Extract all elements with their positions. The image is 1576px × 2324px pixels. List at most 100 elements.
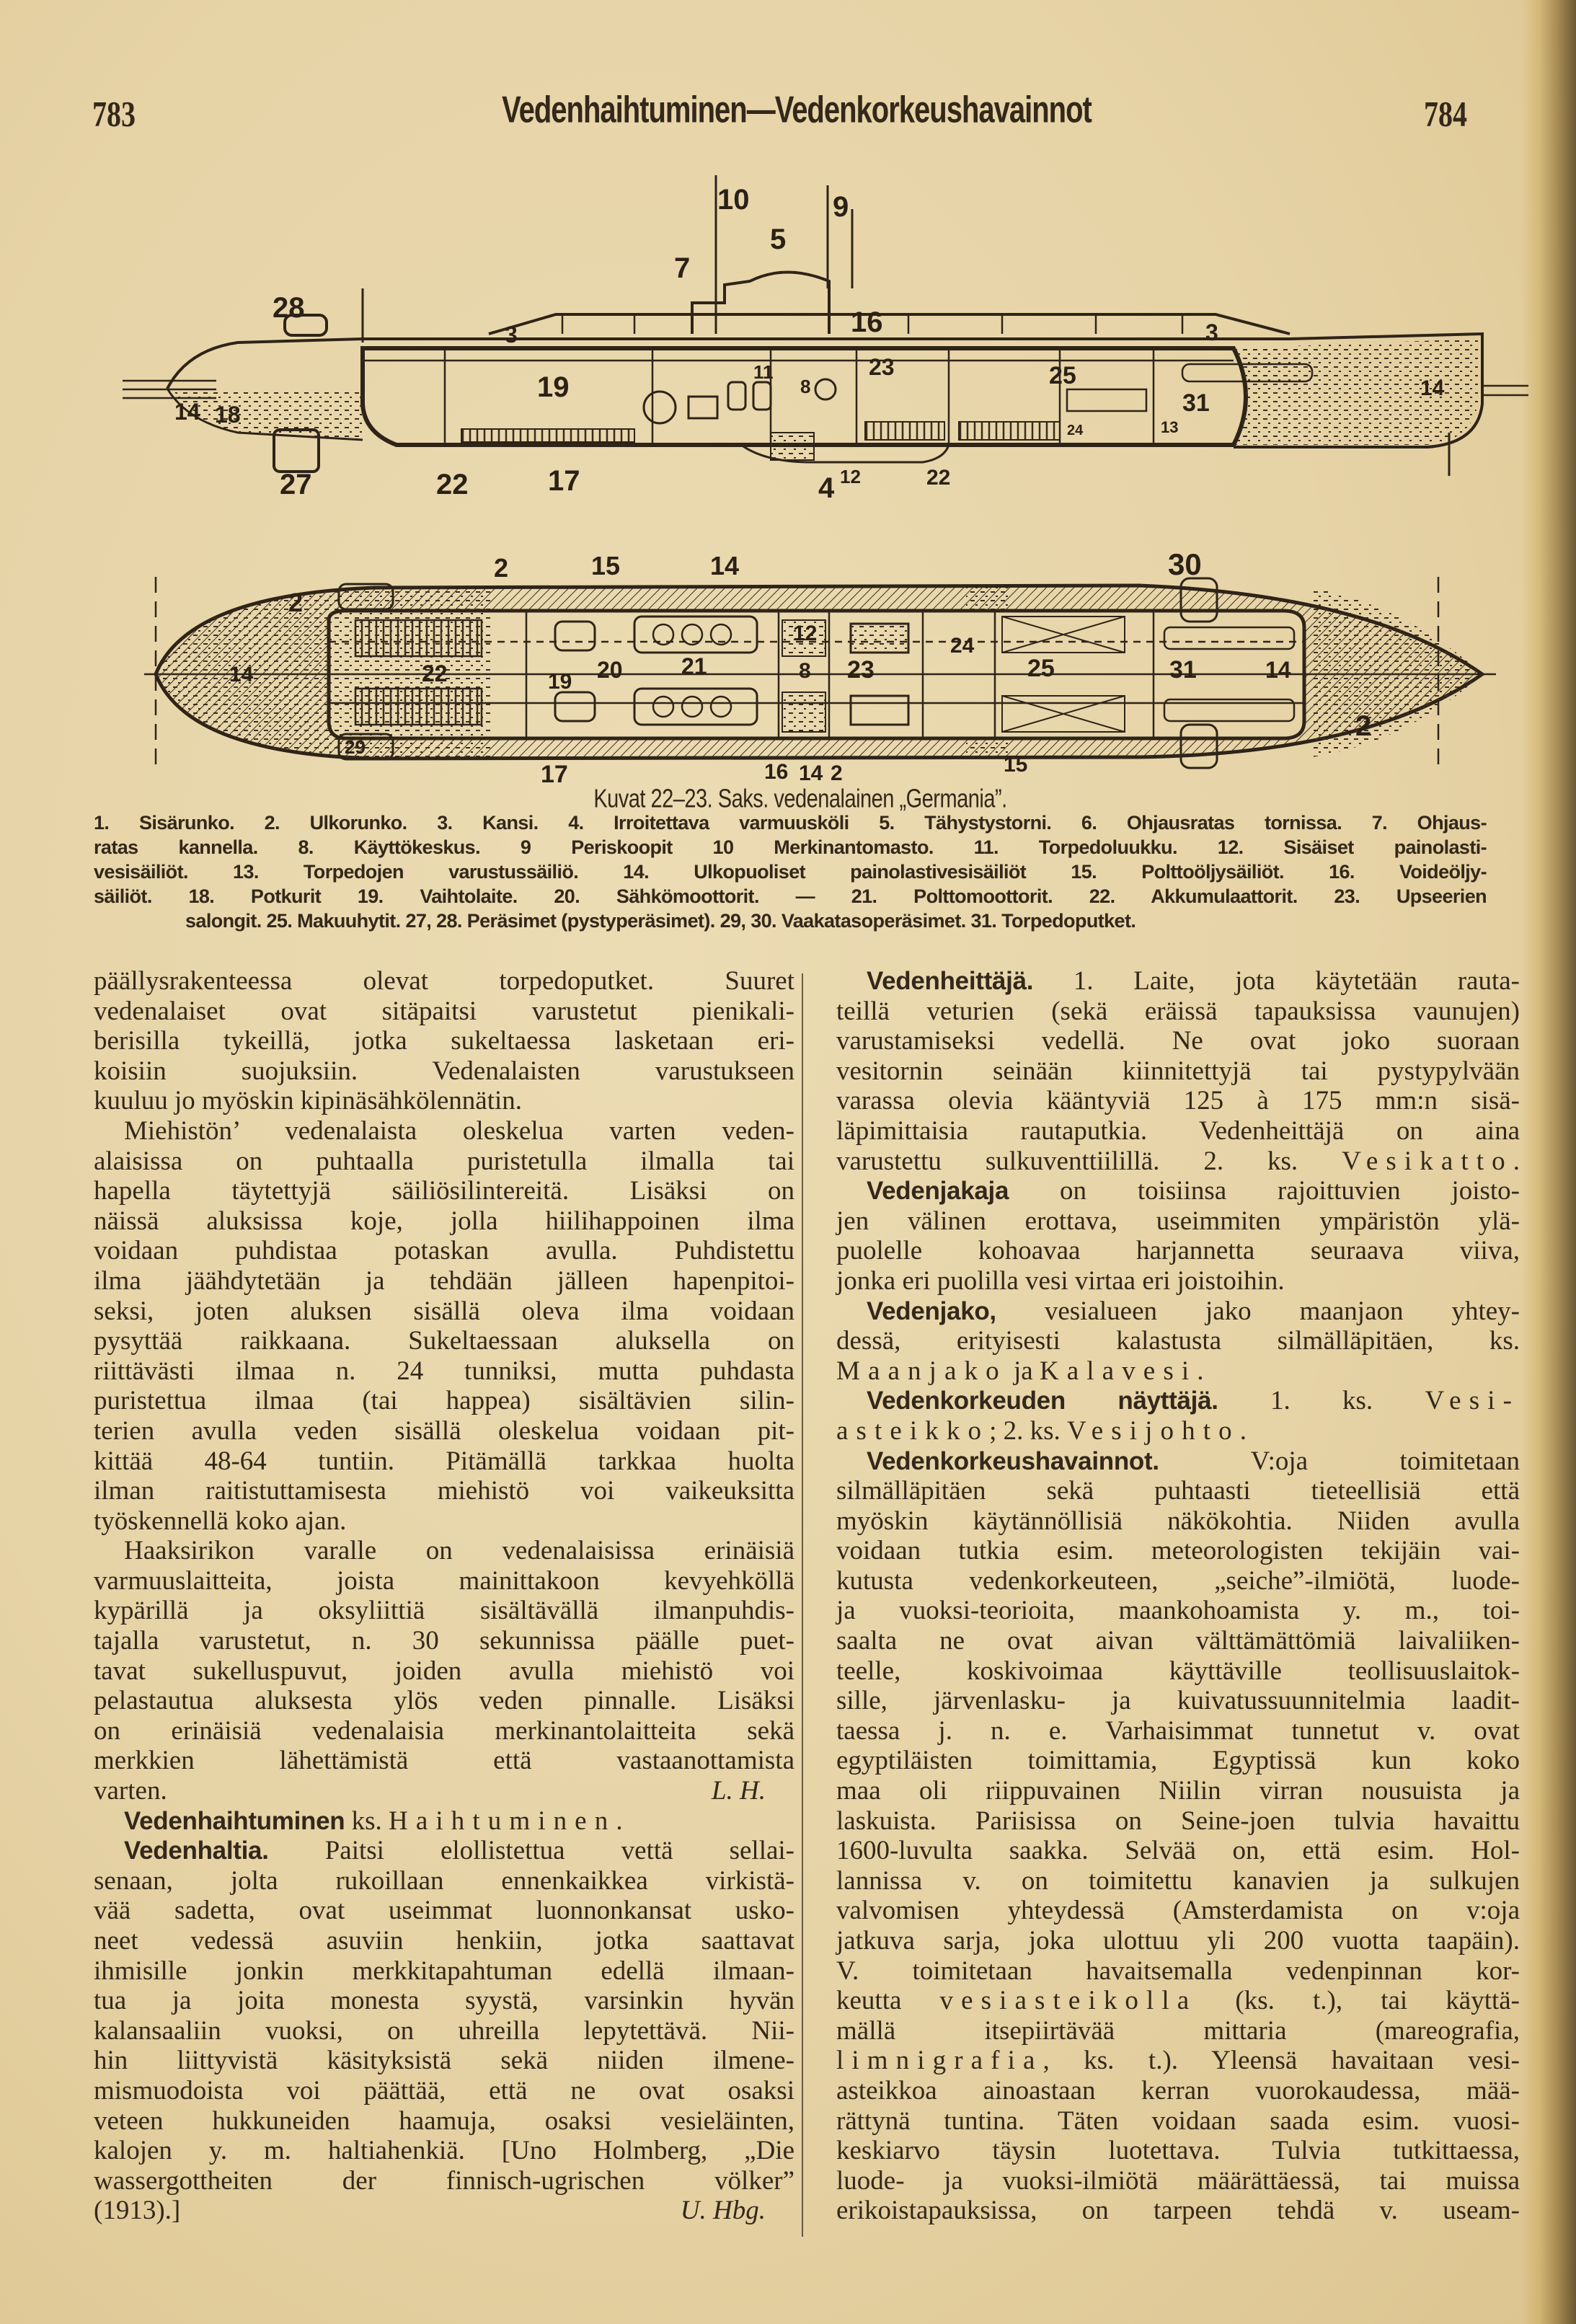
figure-label: 13 bbox=[1161, 418, 1178, 436]
text-run: varustettu sulkuventtiilillä. 2. ks. bbox=[836, 1146, 1342, 1176]
figure-label: 20 bbox=[597, 657, 623, 683]
text-run: mismuodoista voi päättää, että ne ovat o… bbox=[94, 2075, 794, 2106]
legend-line: ratas kannella. 8. Käyttökeskus. 9 Peris… bbox=[94, 836, 1487, 858]
column-divider bbox=[802, 973, 803, 2237]
text-run: ja vuoksi-teorioita, maankohoamista y. m… bbox=[836, 1596, 1520, 1626]
figure-label: 2 bbox=[831, 761, 843, 785]
text-run: alaisissa on puhtaalla puristetulla ilma… bbox=[94, 1146, 794, 1176]
text-line: myöskin käytännöllisiä näkökohtia. Niide… bbox=[836, 1506, 1520, 1537]
plan-view bbox=[144, 577, 1496, 772]
text-line: varten. L. H. bbox=[94, 1776, 794, 1806]
text-line: tajalla varustetut, n. 30 sekunnissa pää… bbox=[94, 1626, 794, 1656]
text-run: pelastautua aluksesta ylös veden pinnall… bbox=[94, 1686, 794, 1716]
figure-label: 14 bbox=[1420, 376, 1445, 400]
entry-headword: Vedenjako, bbox=[867, 1296, 996, 1325]
text-line: tua ja joita monesta syystä, varsinkin h… bbox=[94, 1986, 794, 2016]
text-line: teillä veturien (sekä eräissä tapauksiss… bbox=[836, 997, 1520, 1027]
text-run: (ks. t.), tai käyttä- bbox=[1197, 1986, 1520, 2016]
text-run: neet vedessä asuviin henkiin, jotka saat… bbox=[94, 1926, 794, 1956]
figure-label: 2 bbox=[494, 553, 508, 583]
text-run: ihmisille jonkin merkkitapahtuman edellä… bbox=[94, 1956, 794, 1986]
figure-label: 23 bbox=[847, 656, 875, 684]
figure-label: 8 bbox=[799, 659, 811, 683]
text-run: jen välinen erottava, useimmiten ympäris… bbox=[836, 1206, 1520, 1236]
text-line: limnigrafia, ks. t.). Yleensä havaitaan … bbox=[836, 2046, 1520, 2076]
text-run: varten. bbox=[94, 1776, 167, 1806]
text-run: kutusta vedenkorkeuteen, „seiche”-ilmiöt… bbox=[836, 1565, 1520, 1596]
text-line: laskuista. Pariisissa on Seine-joen tulv… bbox=[836, 1806, 1520, 1837]
text-line: on erinäisiä vedenalaisia merkinantolait… bbox=[94, 1716, 794, 1746]
text-line: Vedenjakaja on toisiinsa rajoittuvien jo… bbox=[836, 1176, 1520, 1206]
entry-headword: Vedenkorkeuden näyttäjä. bbox=[867, 1387, 1218, 1415]
text-run: 1. Laite, jota käytetään rauta- bbox=[1033, 966, 1520, 996]
figure-label: 11 bbox=[753, 361, 774, 383]
text-run: laskuista. Pariisissa on Seine-joen tulv… bbox=[836, 1806, 1520, 1836]
text-line: senaan, jolta rukoillaan ennenkaikkea vi… bbox=[94, 1866, 794, 1896]
text-line: ihmisille jonkin merkkitapahtuman edellä… bbox=[94, 1956, 794, 1987]
text-run: seksi, joten aluksen sisällä oleva ilma … bbox=[94, 1296, 794, 1326]
text-line: kalansaaliin vuoksi, on uhreilla lepytet… bbox=[94, 2016, 794, 2046]
figure-label: 31 bbox=[1182, 389, 1210, 417]
text-line: Vedenkorkeuden näyttäjä. 1. ks. Vesi- bbox=[836, 1386, 1520, 1416]
figure-label: 17 bbox=[541, 761, 568, 786]
text-run: hin liittyvistä käsityksistä sekä niiden… bbox=[94, 2046, 794, 2076]
figure-label: 22 bbox=[926, 466, 950, 490]
text-run: työskennellä koko ajan. bbox=[94, 1506, 347, 1536]
plan-view-labels: 2 15 14 30 2 14 22 19 20 21 12 8 23 24 2… bbox=[229, 547, 1371, 786]
figure-label: 2 bbox=[288, 588, 303, 617]
text-run: kypärillä ja oksyliittiä sisältävällä il… bbox=[94, 1596, 794, 1626]
text-run: berisilla tykeillä, jotka sukeltaessa la… bbox=[94, 1026, 794, 1056]
entry-headword: Vedenhaihtuminen bbox=[124, 1806, 345, 1835]
text-run: voidaan tutkia esim. meteorologisten tek… bbox=[836, 1536, 1520, 1566]
figure-label: 22 bbox=[436, 469, 469, 500]
text-run: vesitornin seinään kiinnitettyjä tai pys… bbox=[836, 1056, 1520, 1086]
text-line: hin liittyvistä käsityksistä sekä niiden… bbox=[94, 2046, 794, 2076]
cross-reference: Vesi- bbox=[1425, 1386, 1520, 1416]
text-line: hapella täytettyjä säiliösilintereitä. L… bbox=[94, 1176, 794, 1206]
text-run: . bbox=[616, 1806, 623, 1836]
figure-label: 12 bbox=[793, 622, 817, 645]
text-run: teillä veturien (sekä eräissä tapauksiss… bbox=[836, 996, 1520, 1026]
cross-reference: vesiasteikolla bbox=[939, 1986, 1198, 2016]
text-line: taessa j. n. e. Varhaisimmat tunnetut v.… bbox=[836, 1716, 1520, 1746]
figure-label: 31 bbox=[1169, 656, 1197, 684]
figure-label: 3 bbox=[505, 322, 518, 348]
text-run: Miehistön’ vedenalaista oleskelua varten… bbox=[124, 1115, 794, 1146]
text-line: Maanjako ja Kalavesi. bbox=[836, 1356, 1520, 1387]
text-run: senaan, jolta rukoillaan ennenkaikkea vi… bbox=[94, 1865, 794, 1896]
text-line: ilman raitistuttamisesta miehistö voi va… bbox=[94, 1476, 794, 1506]
text-line: berisilla tykeillä, jotka sukeltaessa la… bbox=[94, 1026, 794, 1056]
text-run: , ks. t.). Yleensä havaitaan vesi- bbox=[1042, 2046, 1520, 2076]
text-line: Vedenheittäjä. 1. Laite, jota käytetään … bbox=[836, 966, 1520, 997]
text-run: ja bbox=[1006, 1356, 1040, 1386]
figure-label: 18 bbox=[215, 402, 241, 428]
text-run: taessa j. n. e. Varhaisimmat tunnetut v.… bbox=[836, 1715, 1520, 1746]
text-run: koisiin suojuksiin. Vedenalaisten varust… bbox=[94, 1056, 794, 1086]
legend-line: säiliöt. 18. Potkurit 19. Vaihtolaite. 2… bbox=[94, 885, 1487, 907]
text-line: varassa olevia kääntyviä 125 à 175 mm:n … bbox=[836, 1086, 1520, 1116]
figure-caption: Kuvat 22–23. Saks. vedenalainen „Germani… bbox=[593, 785, 1007, 813]
text-column-left: päällysrakenteessa olevat torpedoputket.… bbox=[94, 966, 794, 2226]
text-run: jatkuva sarja, joka ulottuu yli 200 vuot… bbox=[836, 1926, 1520, 1956]
side-view-labels: 28 10 9 7 5 16 3 3 14 18 27 22 17 4 12 2… bbox=[174, 184, 1445, 504]
text-run: veteen hukkuneiden haamuja, osaksi vesie… bbox=[94, 2106, 794, 2136]
text-line: Vedenkorkeushavainnot. V:oja toimitetaan bbox=[836, 1446, 1520, 1477]
author-signature: L. H. bbox=[711, 1776, 766, 1806]
text-run: ; 2. ks. bbox=[989, 1415, 1068, 1446]
text-line: voidaan tutkia esim. meteorologisten tek… bbox=[836, 1536, 1520, 1566]
text-run: puristettua ilmaa (tai happea) sisältävi… bbox=[94, 1386, 794, 1416]
legend-line: salongit. 25. Makuuhytit. 27, 28. Peräsi… bbox=[185, 910, 1136, 932]
text-run: näissä aluksissa koje, jolla hiilihappoi… bbox=[94, 1206, 794, 1236]
text-line: neet vedessä asuviin henkiin, jotka saat… bbox=[94, 1926, 794, 1956]
text-run: varassa olevia kääntyviä 125 à 175 mm:n … bbox=[836, 1086, 1520, 1116]
entry-headword: Vedenheittäjä. bbox=[867, 967, 1034, 995]
text-line: teelle, koskivoimaa käyttäville teollisu… bbox=[836, 1656, 1520, 1687]
text-run: (1913).] bbox=[94, 2196, 181, 2226]
text-line: vesitornin seinään kiinnitettyjä tai pys… bbox=[836, 1056, 1520, 1087]
figure-label: 16 bbox=[851, 306, 883, 338]
text-run: ilma jäähdytetään ja tehdään jälleen hap… bbox=[94, 1265, 794, 1296]
text-run: Paitsi elollistettua vettä sellai- bbox=[268, 1836, 794, 1866]
figure-label: 23 bbox=[869, 354, 895, 380]
figure-label: 19 bbox=[537, 371, 570, 403]
text-run: . bbox=[1513, 1146, 1520, 1176]
